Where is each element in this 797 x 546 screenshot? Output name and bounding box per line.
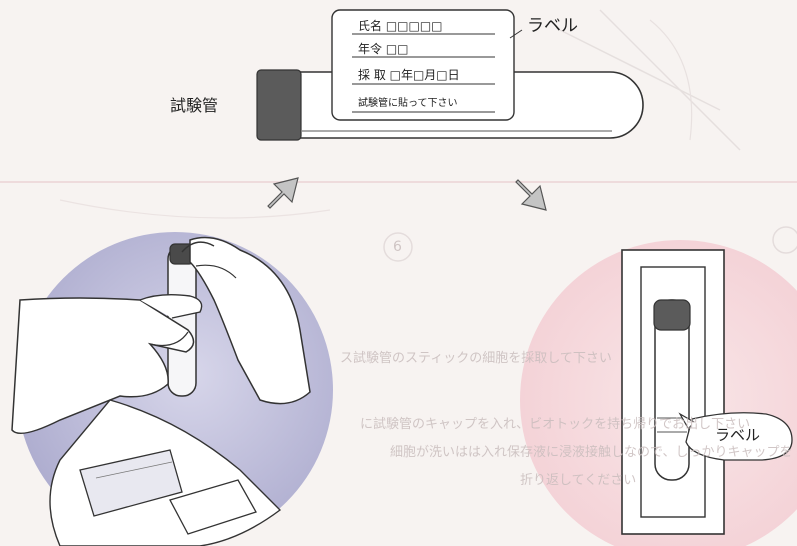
label-callout-bubble <box>685 412 793 461</box>
label-label-bubble: ラベル <box>715 426 761 444</box>
arrow-down-right <box>515 179 547 211</box>
background-circle-number: 6 <box>393 239 402 255</box>
background-text-line-4: 折り返してください <box>520 473 637 488</box>
card-name-row: 氏名 □□□□□ <box>358 19 443 33</box>
swab-wrapper <box>79 449 183 517</box>
faded-background <box>0 9 797 262</box>
test-tube-label: 試験管 <box>170 96 219 115</box>
tube-in-holder-illustration <box>621 249 793 535</box>
white-card <box>169 479 257 535</box>
test-tube-cap <box>256 69 302 141</box>
card-date-row: 採 取 □年□月□日 <box>358 68 460 82</box>
card-age-row: 年令 □□ <box>358 42 409 56</box>
card-note-row: 試験管に貼って下さい <box>358 98 458 109</box>
background-text-line-1: ス試験管のスティックの細胞を採取して下さい <box>340 351 612 366</box>
ghost-circle <box>383 232 413 262</box>
arrow-up-right <box>267 177 299 209</box>
specimen-label-card <box>331 9 515 121</box>
hands-holding-tube-illustration <box>11 236 311 546</box>
background-text-line-2: に試験管のキャップを入れ、ビオトックを持ち帰りでお出し下さい <box>360 417 751 432</box>
background-text-line-3: 細胞が洗いはは入れ保存液に浸液接触しなので、しっかりキャップを <box>390 445 793 460</box>
label-label-top: ラベル <box>527 16 578 36</box>
label-leader-line <box>509 29 523 39</box>
tube-cap-right <box>653 299 691 331</box>
